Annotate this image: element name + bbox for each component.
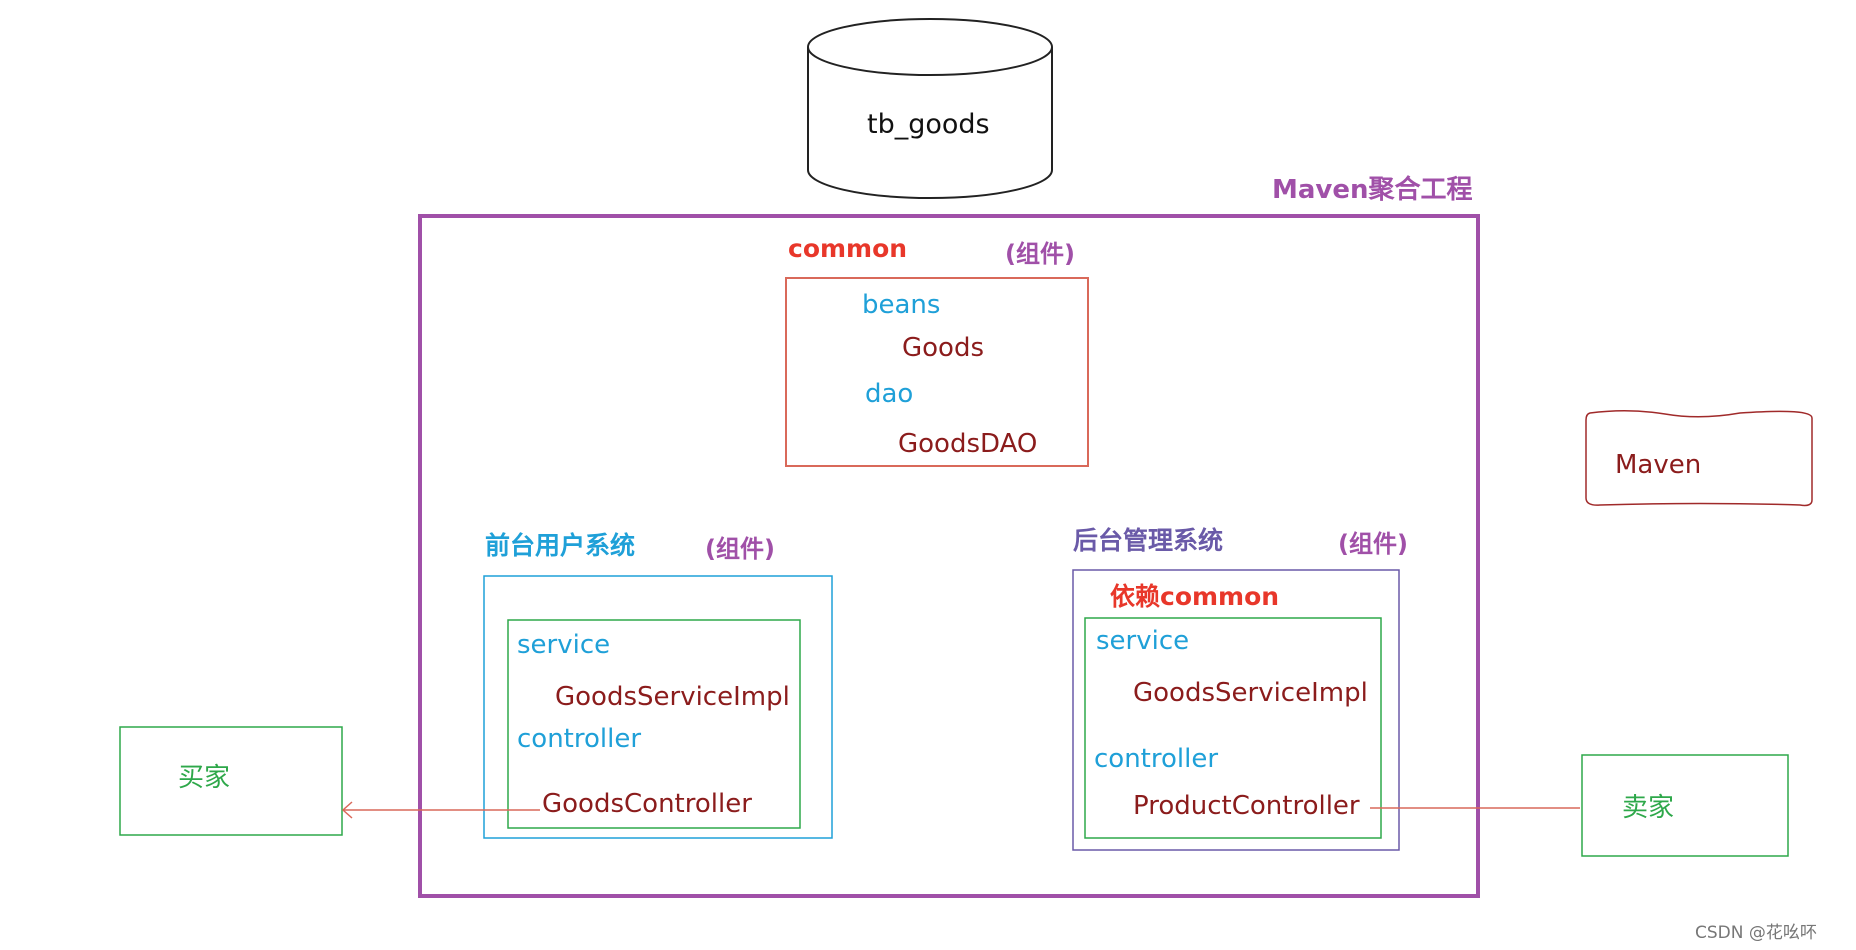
common-class-goods: Goods [902, 333, 985, 363]
backend-dependency: 依赖common [1110, 582, 1280, 611]
backend-package-controller: controller [1094, 744, 1219, 774]
buyer-connector-arrow [341, 801, 540, 819]
frontend-title: 前台用户系统 [485, 531, 636, 560]
frontend-inner-box [507, 619, 801, 829]
backend-box [1072, 569, 1400, 851]
backend-title: 后台管理系统 [1073, 526, 1224, 555]
database-cylinder [807, 18, 1053, 199]
backend-class-goodsserviceimpl: GoodsServiceImpl [1133, 678, 1368, 708]
frontend-tag: (组件) [705, 535, 775, 563]
buyer-label: 买家 [178, 763, 231, 793]
watermark: CSDN @花吆吥 [1695, 923, 1817, 943]
aggregate-title: Maven聚合工程 [1272, 175, 1473, 205]
frontend-package-controller: controller [517, 724, 642, 754]
database-label: tb_goods [867, 109, 990, 140]
common-class-goodsdao: GoodsDAO [898, 429, 1038, 459]
frontend-class-goodscontroller: GoodsController [542, 789, 752, 819]
backend-tag: (组件) [1338, 530, 1408, 558]
frontend-box [483, 575, 833, 839]
buyer-box [119, 726, 343, 836]
common-box [785, 277, 1089, 467]
seller-box [1581, 754, 1789, 857]
common-tag: (组件) [1005, 240, 1075, 268]
seller-label: 卖家 [1622, 793, 1675, 823]
frontend-class-goodsserviceimpl: GoodsServiceImpl [555, 682, 790, 712]
common-package-beans: beans [862, 290, 941, 320]
maven-box [1585, 409, 1813, 507]
aggregate-project-box [418, 214, 1480, 898]
maven-label: Maven [1615, 450, 1702, 480]
common-package-dao: dao [865, 379, 914, 409]
backend-package-service: service [1096, 626, 1190, 656]
backend-inner-box [1084, 617, 1382, 839]
common-title: common [788, 234, 908, 263]
frontend-package-service: service [517, 630, 611, 660]
backend-class-productcontroller: ProductController [1133, 791, 1360, 821]
